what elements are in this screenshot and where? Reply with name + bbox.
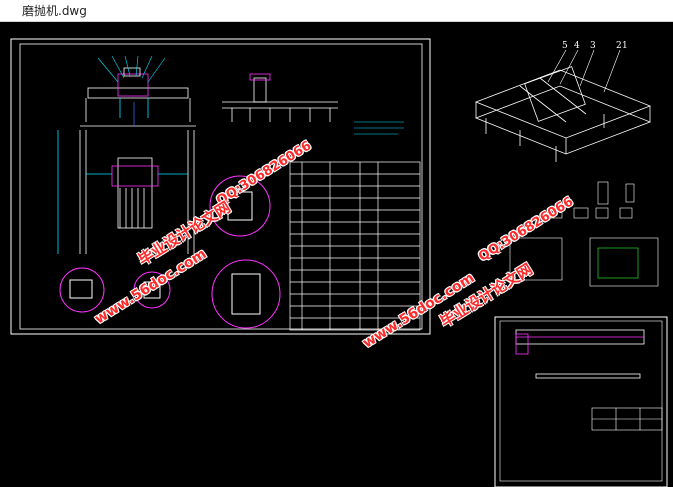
sub-sheet-border <box>499 320 663 482</box>
beam-drawing <box>515 329 645 379</box>
small-parts <box>509 181 659 287</box>
sub-sheet-frame <box>494 316 668 487</box>
leader-lines <box>97 55 166 83</box>
part-number-label: 1 <box>622 41 628 51</box>
top-view <box>57 130 195 254</box>
window-title: 磨抛机.dwg <box>22 4 87 18</box>
isometric-view <box>474 66 652 162</box>
cad-drawing: 543 21 <box>10 38 668 487</box>
side-view <box>222 73 338 122</box>
main-sheet-border <box>19 43 423 330</box>
sub-title-block <box>591 407 663 431</box>
parts-list-table <box>289 161 421 331</box>
part-number-label: 5 <box>562 41 568 51</box>
part-number-label: 4 <box>574 41 580 51</box>
part-number-label: 2 <box>616 41 622 51</box>
detail-views <box>59 175 281 329</box>
front-view <box>80 67 196 127</box>
document-icon <box>6 4 18 17</box>
iso-leaders <box>547 49 621 93</box>
notes-block <box>354 121 404 135</box>
window-titlebar: 磨抛机.dwg <box>0 0 673 22</box>
part-number-label: 3 <box>590 41 596 51</box>
main-sheet-frame <box>10 38 431 335</box>
